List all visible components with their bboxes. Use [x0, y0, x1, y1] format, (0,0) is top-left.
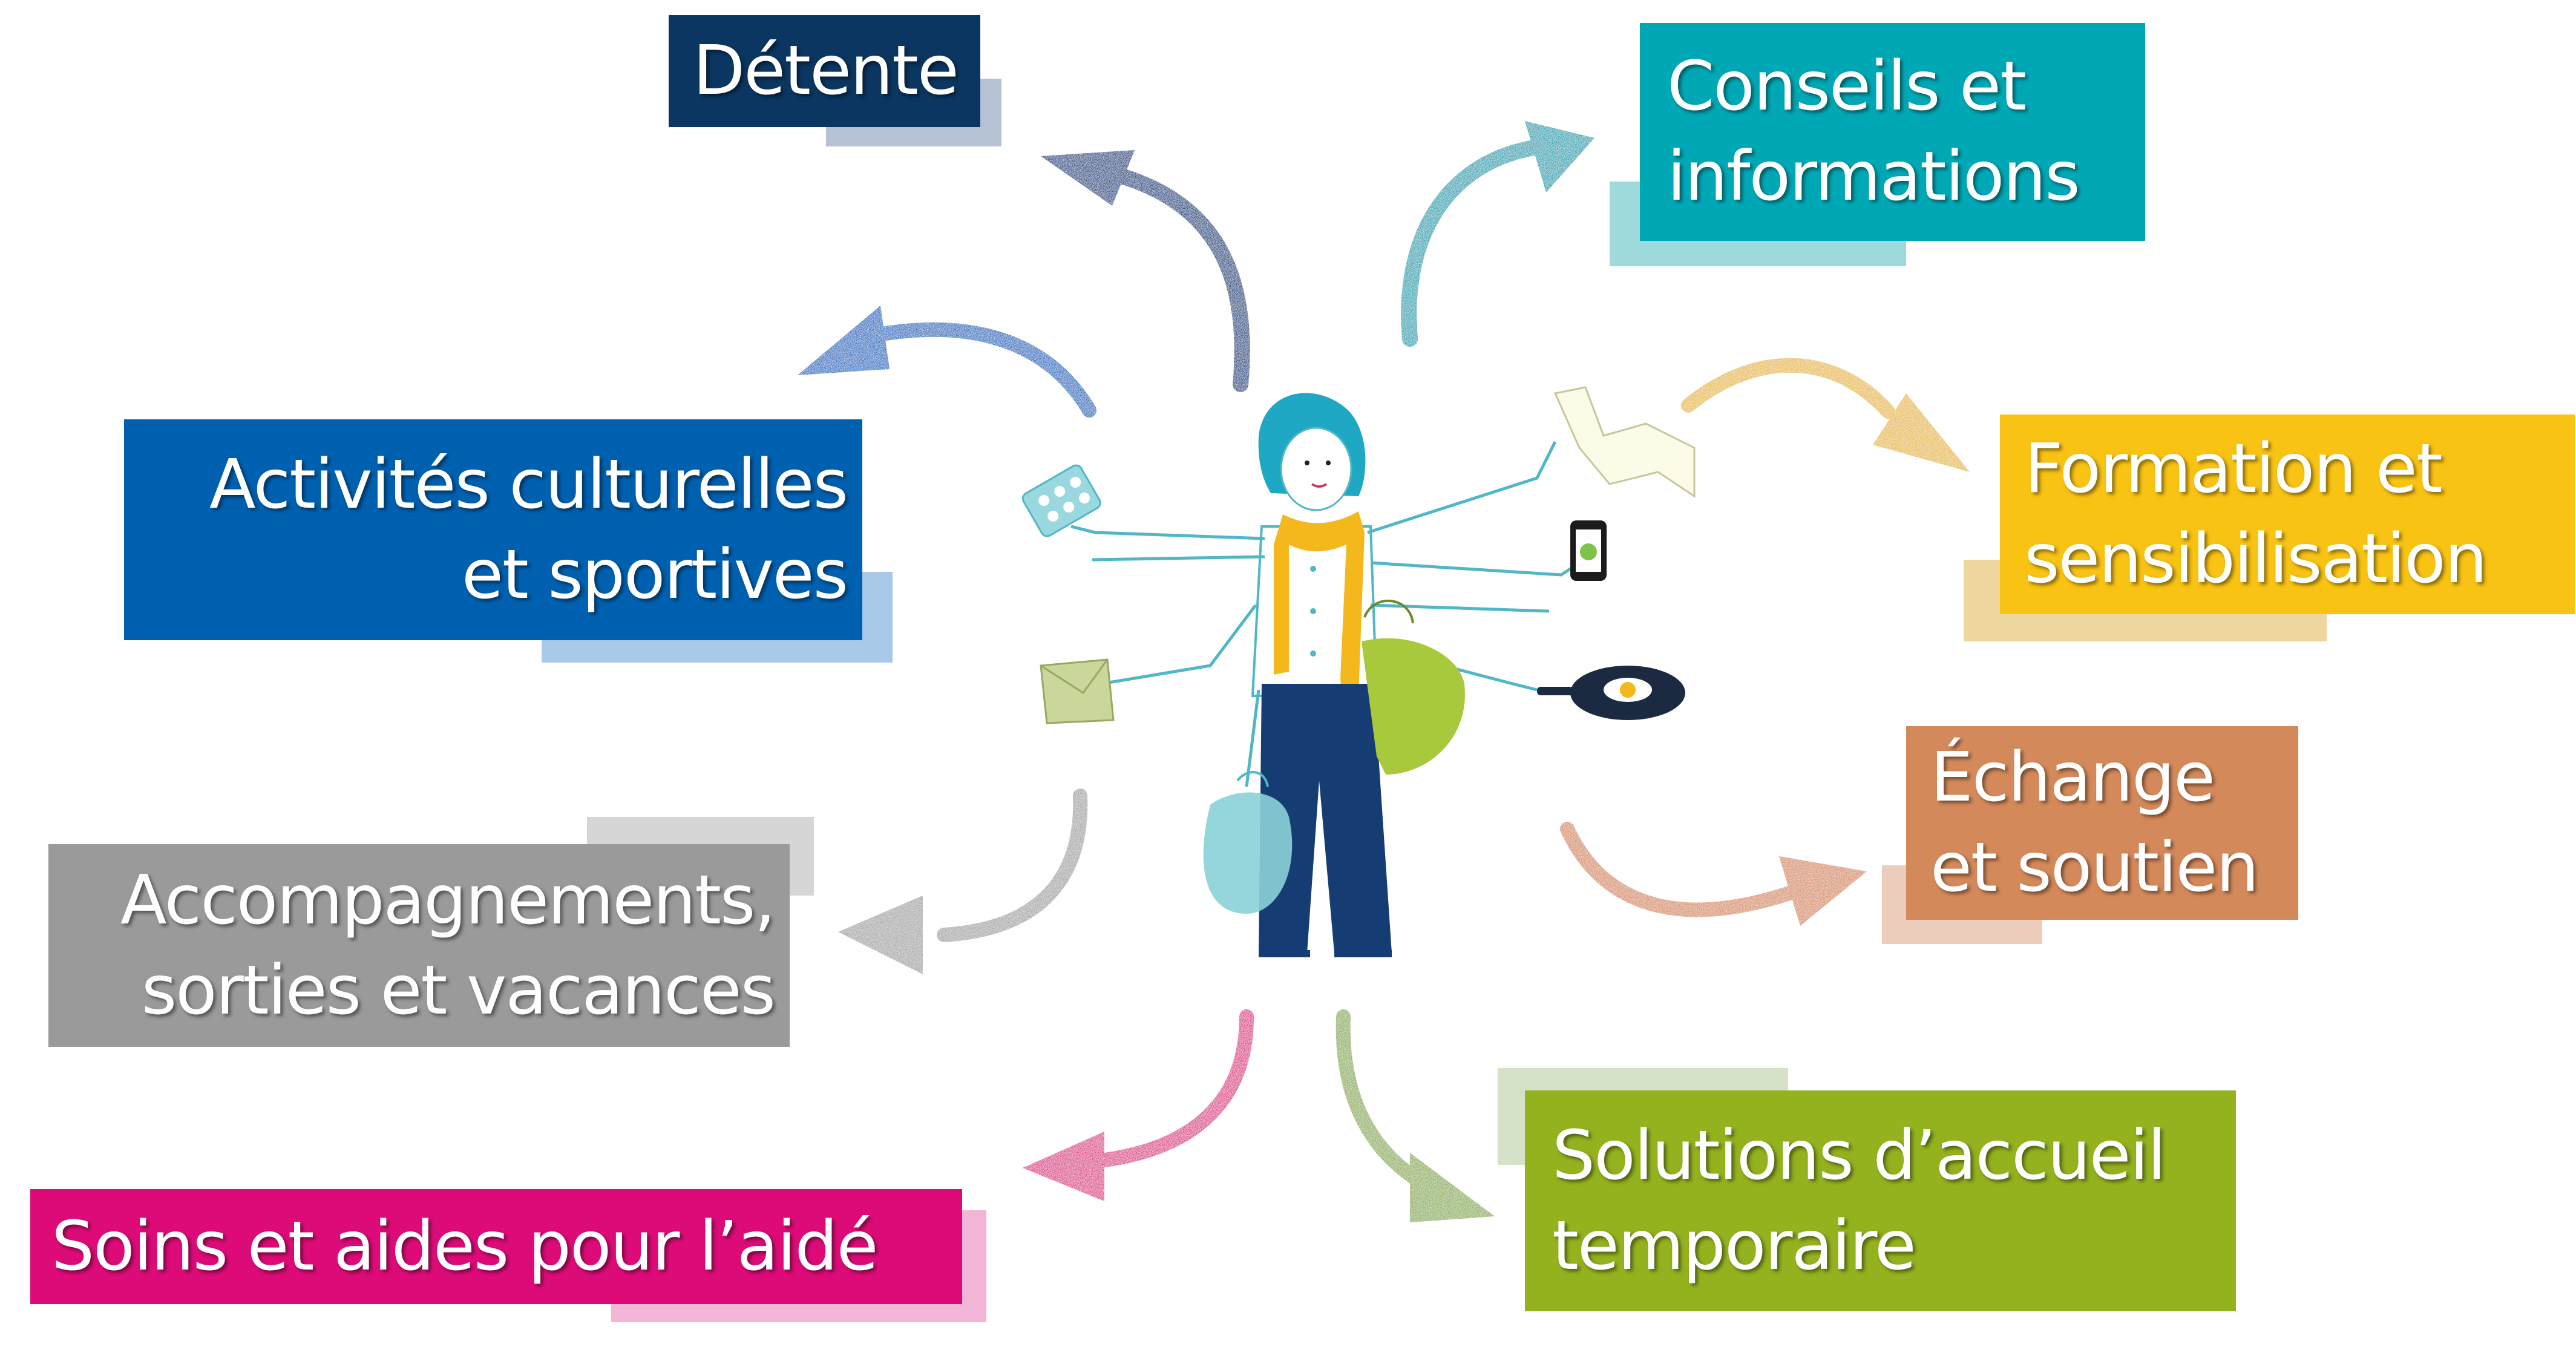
topic-detente: Détente	[669, 15, 980, 127]
topic-echange-line-2: et soutien	[1930, 828, 2259, 907]
topic-conseils: Conseils et informations	[1640, 23, 2145, 241]
tote-bag	[1362, 599, 1465, 775]
arrow-accompagnements	[838, 788, 1088, 974]
left-eye	[1305, 460, 1309, 465]
caregiver-figure	[1021, 386, 1696, 957]
face	[1280, 427, 1352, 511]
arrow-echange	[1560, 822, 1867, 926]
topic-solutions-line-2: temporaire	[1552, 1206, 1916, 1285]
topic-activites-line-2: et sportives	[461, 535, 848, 614]
phone-icon	[1570, 520, 1607, 581]
topic-accompagnements-line-2: sorties et vacances	[141, 951, 776, 1030]
topic-formation: Formation et sensibilisation	[2000, 415, 2575, 614]
arrow-soins	[1023, 1009, 1254, 1201]
arrow-detente	[1041, 150, 1250, 392]
topic-formation-line-2: sensibilisation	[2024, 520, 2488, 598]
topic-detente-line-1: Détente	[693, 31, 959, 111]
envelope	[1040, 658, 1115, 724]
topic-accompagnements: Accompagnements, sorties et vacances	[48, 844, 790, 1047]
arrow-conseils	[1401, 121, 1594, 347]
topic-activites: Activités culturelles et sportives	[124, 419, 862, 640]
topic-formation-line-1: Formation et	[2024, 430, 2443, 509]
arrow-activites	[798, 306, 1096, 418]
topic-soins: Soins et aides pour l’aidé	[30, 1189, 962, 1304]
shopping-bag	[1203, 771, 1293, 914]
topic-solutions-line-1: Solutions d’accueil	[1552, 1116, 2166, 1195]
pill-box	[1021, 464, 1101, 537]
receipt	[1553, 386, 1696, 498]
topic-conseils-line-1: Conseils et	[1667, 47, 2027, 126]
topic-solutions: Solutions d’accueil temporaire	[1525, 1090, 2236, 1311]
trousers	[1259, 684, 1392, 953]
arms	[1070, 441, 1581, 787]
mouth	[1311, 483, 1328, 488]
arrow-solutions	[1336, 1009, 1495, 1222]
frying-pan-icon	[1537, 666, 1685, 720]
topic-soins-line-1: Soins et aides pour l’aidé	[51, 1207, 879, 1286]
topic-echange: Échange et soutien	[1906, 726, 2298, 920]
arrow-formation	[1681, 358, 1970, 472]
topic-conseils-line-2: informations	[1667, 137, 2080, 216]
topic-activites-line-1: Activités culturelles	[209, 445, 848, 524]
right-eye	[1326, 460, 1331, 465]
topic-accompagnements-line-1: Accompagnements,	[120, 860, 776, 940]
topic-echange-line-1: Échange	[1930, 738, 2215, 818]
